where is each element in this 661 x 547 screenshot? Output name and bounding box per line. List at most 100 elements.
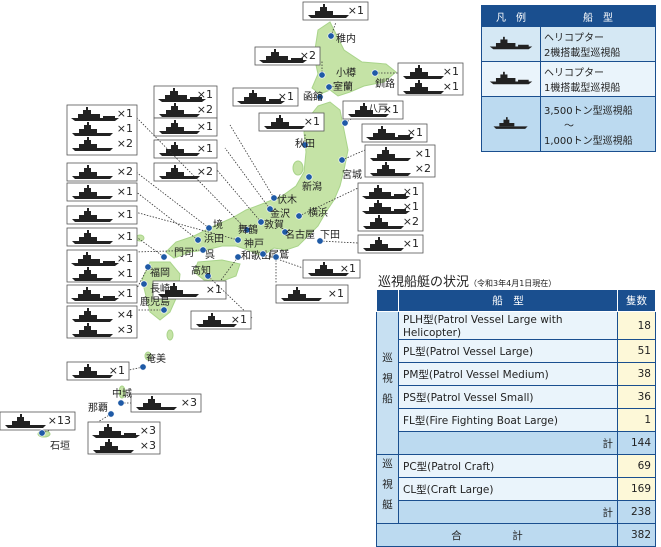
leader-line [216,169,262,223]
ship-multiplier: ×1 [403,185,419,198]
station: ×1 尾鷲 [259,248,361,279]
station: ×1 ×2 新潟 [153,85,322,193]
ship-group-label: 巡視船 [376,311,399,455]
station-label: 舞鶴 [238,223,258,236]
station-label: 秋田 [295,137,315,150]
ship-multiplier: ×13 [48,414,71,427]
station-label: 呉 [205,249,215,261]
ship-multiplier: ×1 [278,90,294,103]
station: ×1室蘭 [232,80,353,107]
station-box [397,62,464,96]
ship-multiplier: ×1 [407,126,423,139]
station-dot [316,237,324,245]
station-dot [305,173,313,181]
station: ×1高知 [190,264,253,330]
leader-line [224,147,271,210]
station-label: 長崎 [150,282,170,295]
ship-multiplier: ×3 [140,424,156,437]
station: ×3×3那覇 [87,402,161,455]
station-dot [107,410,115,418]
ship-multiplier: ×2 [300,49,316,62]
station-dot [266,205,274,213]
boats-subtotal-label: 計 [398,500,618,524]
station-dot [341,119,349,127]
station-label: 那覇 [88,402,108,414]
grand-total-label: 合 計 [376,523,618,547]
ship-count: 51 [617,339,656,363]
grand-total: 382 [617,523,656,547]
ship-multiplier: ×1 [117,122,133,135]
station-dot [243,226,251,234]
station-dot [338,156,346,164]
station-label: 福岡 [150,266,170,279]
ship-multiplier: ×1 [197,120,213,133]
leader-line [229,124,275,199]
station-layer: ×1稚内×2小樽×1室蘭×1函館×1×1釧路×1八戸×1秋田×1×2宮城×1×2… [0,1,464,455]
station-label: 中城 [112,387,132,400]
ship-multiplier: ×1 [117,287,133,300]
ship-multiplier: ×2 [117,165,133,178]
station-dot [194,236,202,244]
station-label: 宮城 [342,168,362,181]
coast-guard-map: ×1稚内×2小樽×1室蘭×1函館×1×1釧路×1八戸×1秋田×1×2宮城×1×2… [0,1,464,455]
leader-line [134,115,248,231]
station-label: 尾鷲 [269,248,289,261]
ship-multiplier: ×1 [109,364,125,377]
ship-multiplier: ×1 [197,142,213,155]
ship-multiplier: ×1 [117,267,133,280]
station: ×1 金沢 [153,139,290,220]
station-label: 浜田 [204,233,224,245]
ship-multiplier: ×1 [231,313,247,326]
ship-multiplier: ×2 [197,103,213,116]
boat-group-label: 巡視艇 [376,454,399,524]
station-label: 下田 [320,230,340,241]
station-box [66,305,138,339]
ship-multiplier: ×1 [403,200,419,213]
ship-multiplier: ×1 [383,103,399,116]
leader-line [298,187,359,217]
station-dot [325,83,333,91]
ship-count: 18 [617,311,656,340]
ship-count: 38 [617,362,656,386]
leader-line [328,84,351,88]
station-label: 小樽 [336,66,356,79]
station-dot [259,250,267,258]
station: ×1八戸 [341,100,404,127]
station-dot [38,429,46,437]
station-dot [301,141,309,149]
ship-multiplier: ×2 [403,215,419,228]
station-label: 釧路 [375,77,395,90]
leader-line [128,366,144,371]
station-dot [371,69,379,77]
ship-type: PLH型(Patrol Vessel Large with Helicopter… [398,311,618,340]
station-box [66,104,138,156]
station-dot [160,306,168,314]
station: ×1×2宮城 [338,144,436,181]
station-label: 新潟 [302,180,322,193]
leader-line [134,249,204,253]
ship-multiplier: ×1 [304,115,320,128]
station-dot [204,272,212,280]
station-label: 境 [213,218,223,231]
station: 長崎 [140,280,170,295]
station: ×1 福岡 [66,263,170,304]
station-dot [281,228,289,236]
station-label: 函館 [303,90,323,103]
ship-type: PM型(Patrol Vessel Medium) [398,362,618,386]
ship-multiplier: ×1 [340,262,356,275]
col-type: 船 型 [398,289,618,312]
station: ×1×1×2横浜 [295,182,424,232]
station-dot [139,363,147,371]
station-dot [318,71,326,79]
station-label: 伏木 [277,193,297,206]
station-dot [199,246,207,254]
station: ×1×1呉 [66,246,215,283]
station: ×1 秋田 [295,123,428,150]
station: ×1稚内 [302,1,369,45]
station-label: 金沢 [270,207,290,220]
station: ×1 函館 [258,90,325,132]
leader-line [207,275,253,319]
